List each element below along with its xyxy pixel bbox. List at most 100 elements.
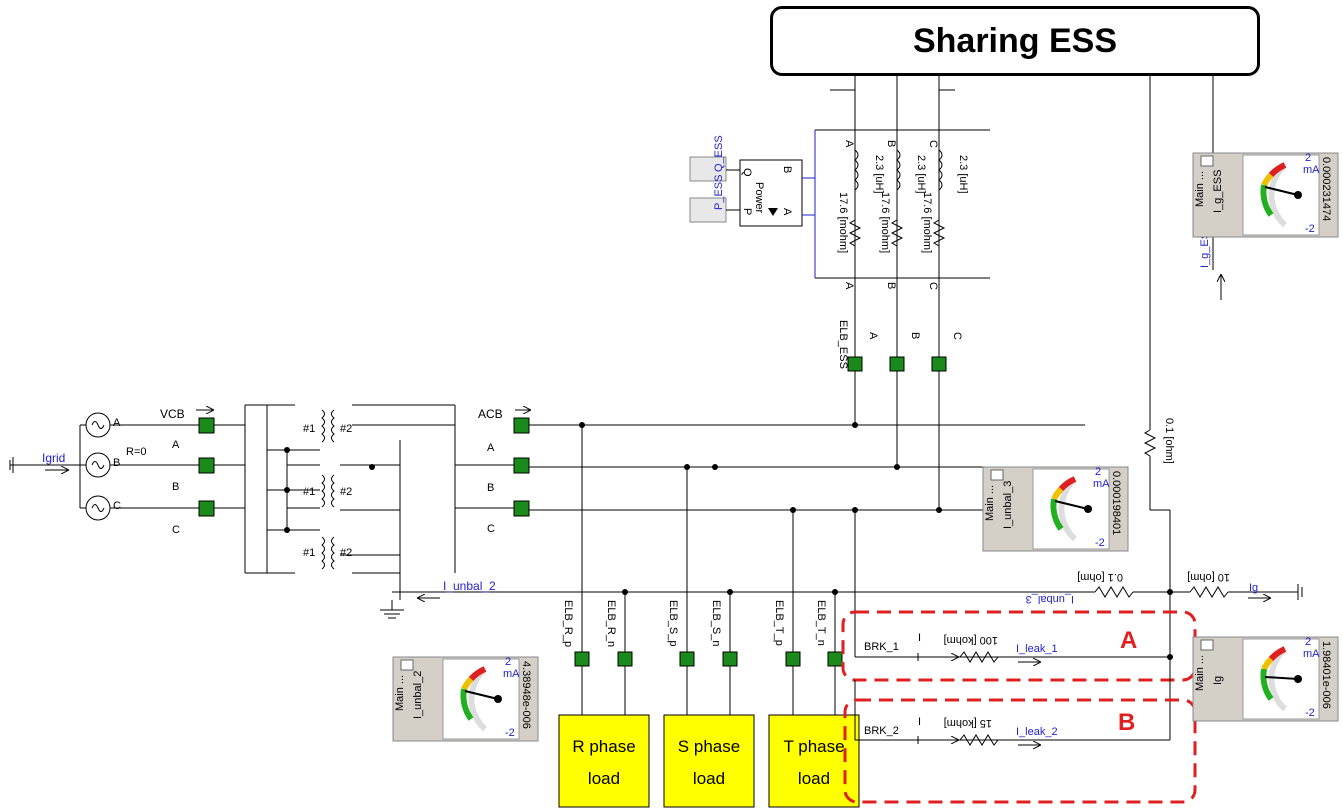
vcb-breaker-c[interactable]: [198, 500, 215, 517]
meter-0-unit: mA: [1303, 164, 1320, 176]
acb-breaker-c[interactable]: [513, 500, 530, 517]
acb-phase-c-label: C: [487, 523, 495, 535]
grid-lines: VCB A B C: [110, 407, 213, 536]
ess-top-phase-b: B: [885, 140, 897, 147]
meter-1-max: 2: [1095, 466, 1101, 478]
source-impedance-label: R=0: [126, 446, 147, 458]
s-phase-load[interactable]: [663, 714, 755, 808]
meter-i-unbal-2[interactable]: Main ... I_unbal_2 4.38948e-006 mA 2 -2: [392, 656, 539, 742]
s-load-line2: load: [693, 769, 725, 788]
s-load-line1: S phase: [678, 737, 740, 756]
q-ess-label: Q_ESS: [713, 135, 725, 172]
sharing-ess-title: Sharing ESS: [912, 21, 1118, 60]
transformer-bank: #1 #2 #1 #2 #1 #2: [214, 404, 456, 619]
r-load-line2: load: [588, 769, 620, 788]
brk1-label: BRK_1: [864, 641, 899, 653]
fault-a-label: A: [1120, 627, 1137, 654]
source-a-label: A: [113, 417, 121, 429]
meter-1-value: 0.000198401: [1110, 471, 1122, 535]
ground-resistance-label: 10 [ohm]: [1187, 571, 1230, 583]
meter-2-min: -2: [505, 727, 515, 739]
ess-inductance-a-label: 2.3 [uH]: [873, 155, 885, 194]
elb-r-n-breaker[interactable]: [617, 651, 633, 667]
tx1-secondary-label: #2: [340, 423, 352, 435]
ess-bottom-phase-b: B: [885, 282, 897, 289]
t-load-line2: load: [798, 769, 830, 788]
power-meter-block[interactable]: Power B A Q P P_ESS Q_ESS: [689, 130, 816, 227]
tx3-primary-label: #1: [303, 547, 315, 559]
load-section: ELB_R_p ELB_R_n ELB_S_p ELB_S_n ELB_T_p …: [558, 425, 860, 808]
vcb-label: VCB: [160, 407, 185, 421]
ess-bottom-phase-a: A: [843, 282, 855, 290]
meter-2-value: 4.38948e-006: [520, 661, 532, 729]
vcb-breaker-a[interactable]: [198, 417, 215, 434]
elb-ess-phase-a: A: [867, 332, 879, 340]
t-load-line1: T phase: [783, 737, 844, 756]
ess-top-phase-a: A: [843, 140, 855, 148]
elb-t-p-breaker[interactable]: [785, 651, 801, 667]
ess-resistance-a-label: 17.6 [mohm]: [837, 192, 849, 253]
meter-3-signal: Ig: [1212, 676, 1224, 685]
power-port-p: P: [741, 208, 753, 215]
elb-t-n-label: ELB_T_n: [815, 600, 827, 646]
sharing-ess-block[interactable]: Sharing ESS: [770, 6, 1260, 76]
acb-phase-b-label: B: [487, 482, 494, 494]
p-ess-meter[interactable]: [689, 197, 727, 223]
elb-ess-label: ELB_ESS: [837, 320, 849, 369]
power-port-a: A: [781, 208, 793, 216]
acb-phase-a-label: A: [487, 442, 495, 454]
acb-breaker-b[interactable]: [513, 457, 530, 474]
ess-bottom-phase-c: C: [927, 282, 939, 290]
meter-0-min: -2: [1305, 223, 1315, 235]
meter-i-g-ess[interactable]: Main ... I_g_ESS 0.000231474 mA 2 -2: [1192, 152, 1339, 238]
i-unbal-3-current-label: I_unbal_3: [1026, 593, 1074, 605]
ess-inductance-c-label: 2.3 [uH]: [957, 155, 969, 194]
i-unbal-2-label: I_unbal_2: [443, 579, 496, 593]
elb-ess-breaker-a[interactable]: [847, 356, 863, 372]
elb-s-n-breaker[interactable]: [722, 651, 738, 667]
vcb-phase-c-label: C: [172, 524, 180, 536]
elb-s-p-label: ELB_S_p: [667, 600, 679, 646]
elb-ess-phase-c: C: [951, 332, 963, 340]
elb-t-n-breaker[interactable]: [827, 651, 843, 667]
meter-3-unit: mA: [1303, 648, 1320, 660]
brk1-switch-label: I: [918, 632, 921, 644]
tx2-primary-label: #1: [303, 486, 315, 498]
meter-3-min: -2: [1305, 707, 1315, 719]
meter-1-min: -2: [1095, 537, 1105, 549]
tx2-secondary-label: #2: [340, 486, 352, 498]
meter-2-unit: mA: [503, 668, 520, 680]
tx1-primary-label: #1: [303, 423, 315, 435]
source-b-label: B: [113, 457, 120, 469]
elb-ess-breaker-c[interactable]: [931, 356, 947, 372]
power-port-b: B: [781, 166, 793, 173]
vcb-breakers[interactable]: [198, 417, 215, 517]
meter-2-signal: I_unbal_2: [412, 671, 424, 719]
power-block-label: Power: [753, 182, 765, 214]
meter-0-max: 2: [1305, 152, 1311, 164]
ess-resistance-b-label: 17.6 [mohm]: [879, 192, 891, 253]
meter-i-unbal-3[interactable]: Main ... I_unbal_3 0.000198401 mA 2 -2: [982, 466, 1129, 552]
i-leak-1-label: I_leak_1: [1016, 643, 1058, 655]
acb-breaker-a[interactable]: [513, 417, 530, 434]
meter-2-max: 2: [505, 656, 511, 668]
vcb-breaker-b[interactable]: [198, 457, 215, 474]
fault-b-resistance-label: 15 [kohm]: [944, 717, 992, 729]
elb-ess-breaker-b[interactable]: [889, 356, 905, 372]
tx3-secondary-label: #2: [340, 547, 352, 559]
meter-ig[interactable]: Main ... Ig 1.98401e-006 mA 2 -2: [1192, 636, 1339, 722]
ess-top-phase-c: C: [927, 140, 939, 148]
elb-r-p-breaker[interactable]: [574, 651, 590, 667]
p-ess-label: P_ESS: [713, 175, 725, 210]
grid-source: Igrid A B C R=0: [9, 412, 147, 521]
elb-s-p-breaker[interactable]: [679, 651, 695, 667]
q-ess-meter[interactable]: [689, 156, 727, 182]
r-phase-load[interactable]: [558, 714, 650, 808]
power-port-q: Q: [741, 168, 753, 177]
neutral-resistance-label: 0.1 [ohm]: [1077, 571, 1123, 583]
meter-1-panel: Main ...: [984, 485, 996, 521]
meter-0-value: 0.000231474: [1320, 157, 1332, 221]
r-load-line1: R phase: [572, 737, 635, 756]
fault-a-resistance-label: 100 [kohm]: [944, 634, 998, 646]
